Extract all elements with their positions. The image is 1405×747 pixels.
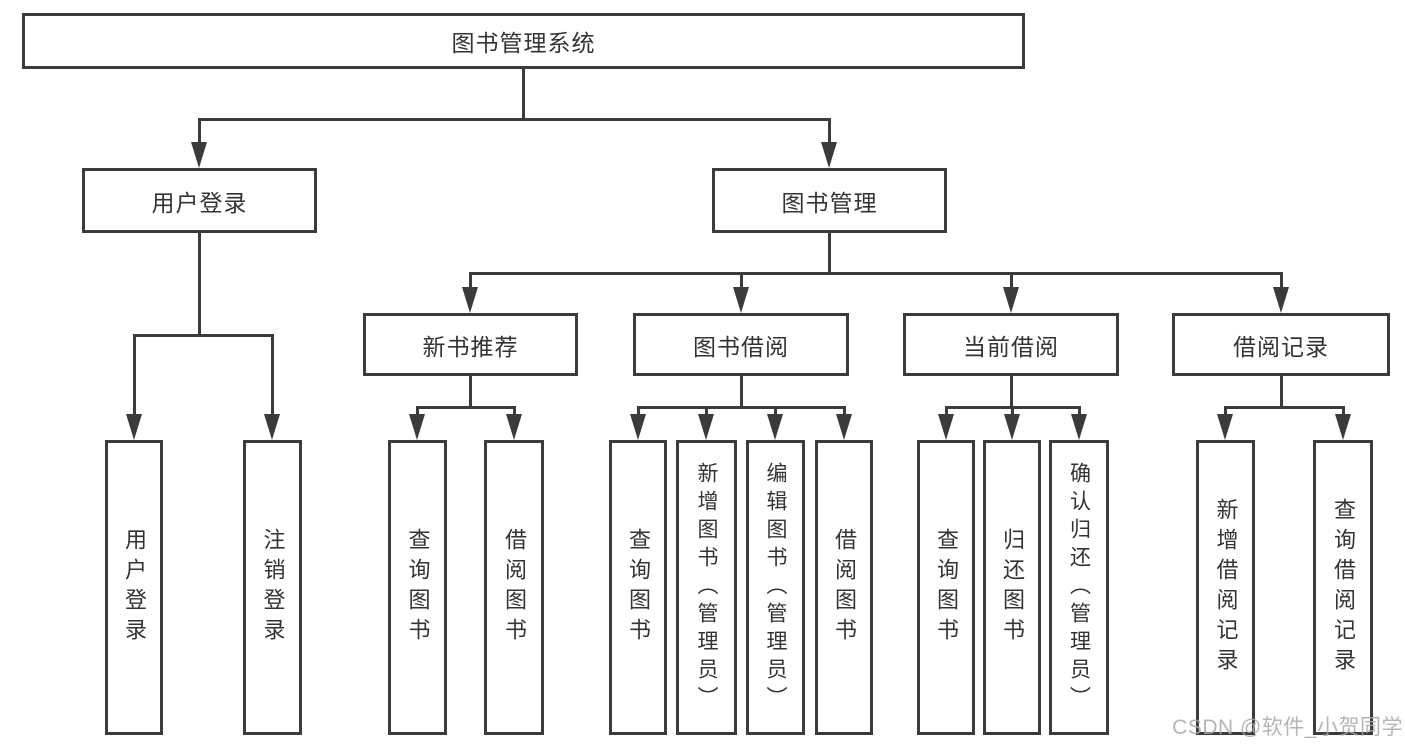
- node-leaf-user-login: 用户登录: [105, 440, 163, 735]
- node-root-system-label: 图书管理系统: [451, 30, 596, 56]
- node-leaf-logout-label: 注销登录: [260, 527, 286, 648]
- node-borrowing-query-books-label: 查询图书: [626, 527, 651, 648]
- node-records-add-record-label: 新增借阅记录: [1213, 497, 1239, 678]
- connector-line: [1010, 273, 1013, 289]
- node-borrowing-edit-books-admin: 编辑图书（管理员）: [746, 440, 805, 735]
- node-recommend-query-books: 查询图书: [388, 440, 447, 735]
- connector-line: [133, 335, 136, 416]
- arrow-down-icon: [1273, 287, 1289, 313]
- node-current-borrowing-label: 当前借阅: [963, 333, 1059, 360]
- arrow-down-icon: [1003, 287, 1019, 313]
- node-current-borrowing: 当前借阅: [903, 313, 1119, 376]
- node-book-borrowing: 图书借阅: [633, 313, 849, 376]
- arrow-down-icon: [1004, 414, 1020, 440]
- connector-line: [469, 273, 472, 289]
- arrow-down-icon: [506, 414, 522, 440]
- node-borrowing-edit-books-admin-label: 编辑图书（管理员）: [764, 461, 787, 714]
- node-new-book-recommend: 新书推荐: [363, 313, 578, 376]
- connector-line: [1280, 273, 1283, 289]
- node-borrowing-borrow-books: 借阅图书: [815, 440, 873, 735]
- node-current-return-books: 归还图书: [983, 440, 1041, 735]
- node-records-add-record: 新增借阅记录: [1196, 440, 1255, 735]
- connector-line: [469, 272, 1283, 275]
- connector-line: [416, 407, 419, 416]
- connector-line: [945, 407, 948, 416]
- node-current-query-books-label: 查询图书: [934, 527, 959, 648]
- connector-line: [637, 406, 846, 409]
- node-book-management-label: 图书管理: [781, 189, 878, 216]
- connector-line: [740, 273, 743, 289]
- connector-line: [198, 118, 831, 121]
- arrow-down-icon: [836, 414, 852, 440]
- node-borrowing-records-label: 借阅记录: [1233, 333, 1329, 360]
- arrow-down-icon: [821, 142, 837, 168]
- node-leaf-logout: 注销登录: [243, 440, 302, 735]
- node-borrowing-add-books-admin: 新增图书（管理员）: [676, 440, 737, 735]
- node-root-system: 图书管理系统: [22, 13, 1025, 69]
- node-records-query-record-label: 查询借阅记录: [1331, 497, 1356, 678]
- connector-line: [513, 407, 516, 416]
- connector-line: [705, 407, 708, 416]
- node-borrowing-records: 借阅记录: [1172, 313, 1390, 376]
- connector-line: [740, 376, 743, 407]
- arrow-down-icon: [191, 142, 207, 168]
- connector-line: [1342, 407, 1345, 416]
- connector-line: [271, 335, 274, 416]
- csdn-watermark: CSDN @软件_小贺同学: [1172, 716, 1403, 739]
- arrow-down-icon: [1071, 414, 1087, 440]
- connector-line: [522, 68, 525, 119]
- arrow-down-icon: [767, 414, 783, 440]
- arrow-down-icon: [409, 414, 425, 440]
- arrow-down-icon: [938, 414, 954, 440]
- arrow-down-icon: [264, 414, 280, 440]
- node-recommend-borrow-books-label: 借阅图书: [502, 527, 527, 648]
- node-records-query-record: 查询借阅记录: [1313, 440, 1373, 735]
- connector-line: [828, 233, 831, 273]
- connector-line: [828, 119, 831, 144]
- node-book-borrowing-label: 图书借阅: [693, 333, 789, 360]
- connector-line: [416, 406, 516, 409]
- connector-line: [843, 407, 846, 416]
- connector-line: [1078, 407, 1081, 416]
- arrow-down-icon: [1335, 414, 1351, 440]
- connector-line: [133, 334, 274, 337]
- connector-line: [1280, 376, 1283, 407]
- connector-line: [1010, 376, 1013, 407]
- arrow-down-icon: [630, 414, 646, 440]
- node-current-return-books-label: 归还图书: [1000, 527, 1025, 648]
- node-borrowing-add-books-admin-label: 新增图书（管理员）: [695, 461, 718, 714]
- node-recommend-query-books-label: 查询图书: [405, 527, 431, 648]
- node-current-confirm-return-admin-label: 确认归还（管理员）: [1067, 461, 1091, 714]
- arrow-down-icon: [126, 414, 142, 440]
- node-recommend-borrow-books: 借阅图书: [484, 440, 544, 735]
- node-current-confirm-return-admin: 确认归还（管理员）: [1049, 440, 1109, 735]
- arrow-down-icon: [698, 414, 714, 440]
- arrow-down-icon: [462, 287, 478, 313]
- node-leaf-user-login-label: 用户登录: [122, 527, 147, 648]
- node-user-login-label: 用户登录: [151, 189, 248, 216]
- connector-line: [637, 407, 640, 416]
- node-new-book-recommend-label: 新书推荐: [422, 333, 519, 360]
- connector-line: [1224, 406, 1345, 409]
- arrow-down-icon: [1217, 414, 1233, 440]
- node-borrowing-borrow-books-label: 借阅图书: [832, 527, 857, 648]
- node-user-login: 用户登录: [82, 168, 317, 233]
- node-current-query-books: 查询图书: [917, 440, 975, 735]
- connector-line: [1011, 407, 1014, 416]
- connector-line: [774, 407, 777, 416]
- connector-line: [198, 232, 201, 335]
- node-borrowing-query-books: 查询图书: [609, 440, 667, 735]
- connector-line: [469, 376, 472, 407]
- node-book-management: 图书管理: [712, 168, 947, 233]
- connector-line: [198, 119, 201, 144]
- arrow-down-icon: [733, 287, 749, 313]
- connector-line: [1224, 407, 1227, 416]
